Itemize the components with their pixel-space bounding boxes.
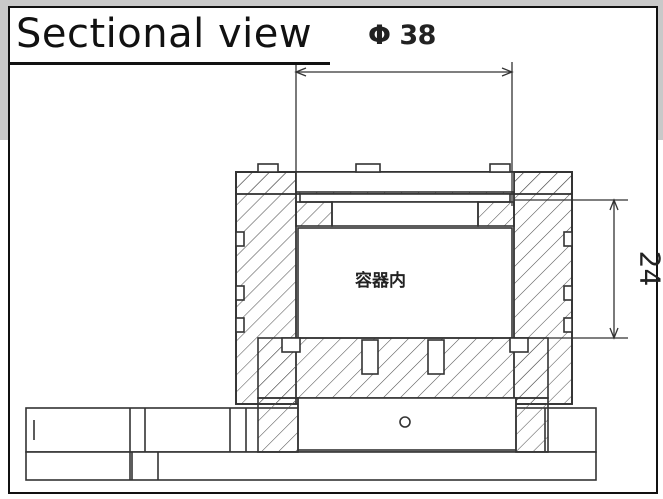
wall-notches <box>235 231 573 333</box>
lower-insert <box>257 337 549 453</box>
lid <box>257 163 515 227</box>
section-title: Sectional view <box>16 11 313 57</box>
cavity-label: 容器内 <box>355 271 406 291</box>
height-dimension-label: 24 <box>633 250 663 287</box>
dimension-lines <box>294 62 628 340</box>
title-underline <box>8 62 330 65</box>
diameter-dimension-label: Φ 38 <box>368 20 436 51</box>
cavity <box>297 227 513 339</box>
